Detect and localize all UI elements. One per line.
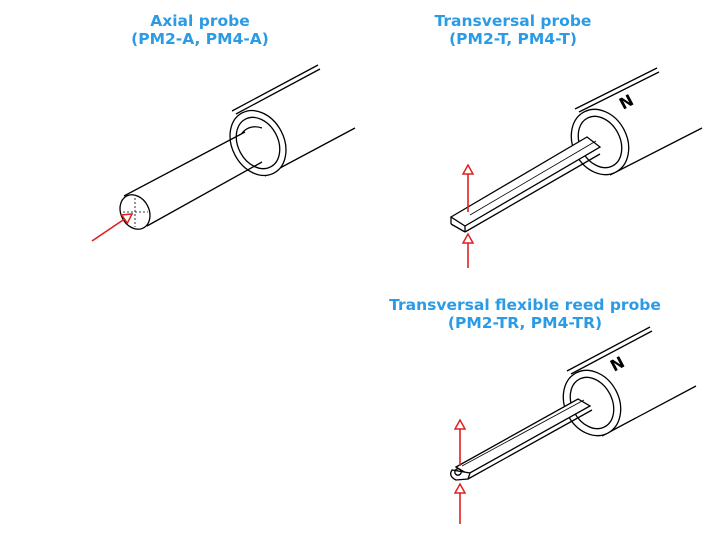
axial-probe-models: (PM2-A, PM4-A): [131, 30, 269, 48]
transversal-probe-name: Transversal probe: [434, 12, 592, 30]
axial-probe-housing: [229, 64, 356, 177]
axial-probe-name: Axial probe: [150, 12, 250, 30]
transversal-probe-models: (PM2-T, PM4-T): [449, 30, 577, 48]
transversal-probe-flat-tip: [449, 136, 602, 233]
transversal-probe-title: Transversal probe (PM2-T, PM4-T): [413, 12, 613, 48]
axial-sensing-arrow: [91, 214, 132, 242]
reed-probe-flexible-reed: [450, 398, 593, 481]
reed-probe-drawing: N: [450, 326, 697, 481]
transversal-probe-drawing: N: [449, 67, 703, 233]
reed-probe-title: Transversal flexible reed probe (PM2-TR,…: [370, 296, 680, 332]
reed-probe-housing: N: [562, 326, 697, 437]
axial-probe-drawing: [119, 64, 356, 230]
axial-probe-title: Axial probe (PM2-A, PM4-A): [100, 12, 300, 48]
transversal-probe-housing: N: [570, 67, 703, 176]
reed-magnet-pole: N: [607, 352, 628, 375]
reed-probe-name: Transversal flexible reed probe: [389, 296, 661, 314]
transversal-magnet-pole: N: [616, 90, 637, 113]
reed-probe-models: (PM2-TR, PM4-TR): [447, 314, 603, 332]
